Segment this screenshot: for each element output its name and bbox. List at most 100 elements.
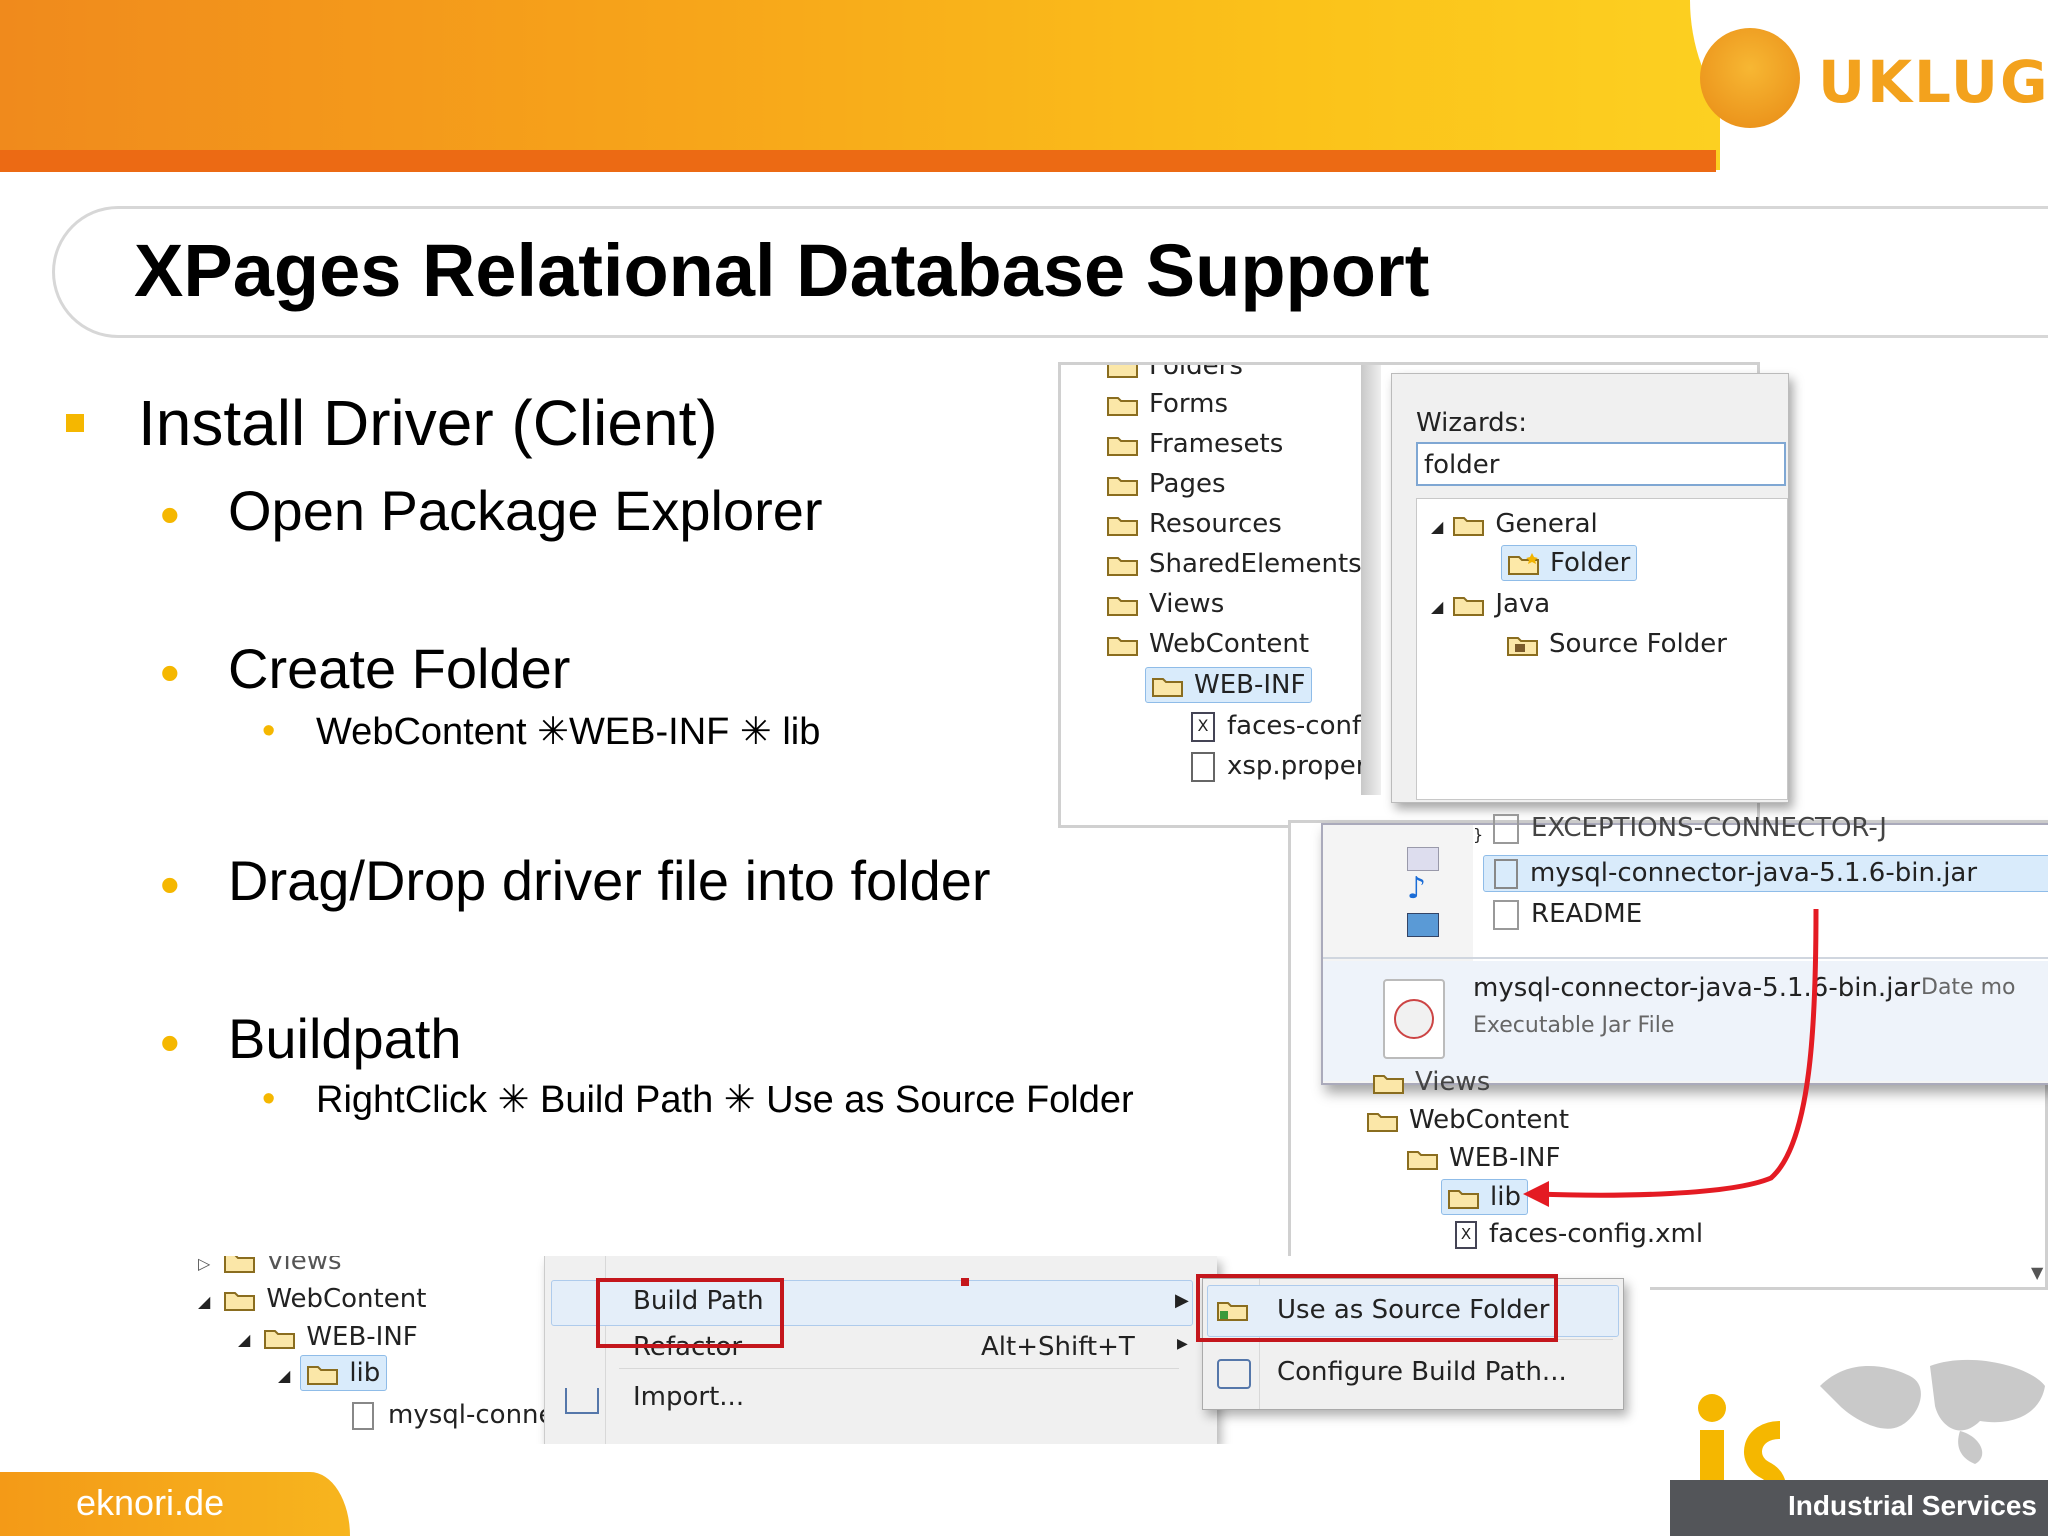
folder-icon [1107,474,1139,496]
jar-file-icon [1494,858,1518,889]
expand-triangle-icon: ◢ [1431,517,1444,536]
context-menu-screenshot: ▷Views ◢WebContent ◢WEB-INF ◢lib mysql-c… [180,1256,1650,1444]
folder-icon [224,1256,256,1273]
tree-item-webcontent[interactable]: WebContent [1367,1105,1569,1135]
wizard-screenshot: Folders Forms Framesets Pages Resources … [1058,362,1789,828]
detail-file-name: mysql-connector-java-5.1.6-bin.jar [1473,973,1921,1003]
folder-icon [1107,365,1139,378]
source-folder-icon [1217,1297,1249,1327]
bullet-buildpath: Buildpath [228,1007,462,1070]
music-icon: ♪ [1407,871,1427,906]
file-list: EXCEPTIONS-CONNECTOR-J mysql-connector-j… [1473,813,2048,965]
build-path-submenu: Use as Source Folder Configure Build Pat… [1202,1278,1624,1410]
folder-icon [1373,1072,1405,1094]
tree-item-views[interactable]: Views [1373,1067,1490,1097]
wizard-group-general[interactable]: ◢General [1431,509,1598,539]
tree-item-web-inf[interactable]: WEB-INF [1145,667,1313,703]
bullet-dot-icon: • [262,710,276,752]
bullet-buildpath-sub: RightClick ✳ Build Path ✳ Use as Source … [316,1079,1134,1121]
file-icon [1493,899,1519,930]
folder-icon [307,1363,339,1385]
expand-triangle-icon: ◢ [1431,597,1444,616]
tree-item-mysql-jar[interactable]: mysql-conne [352,1400,555,1430]
wizards-label: Wizards: [1416,408,1527,438]
tree-item-folders[interactable]: Folders [1107,365,1243,381]
expand-triangle-icon: ◢ [238,1330,251,1349]
expand-triangle-icon: ◢ [198,1292,211,1311]
tree-item-resources[interactable]: Resources [1107,509,1282,539]
explorer-window: ♪ EXCEPTIONS-CONNECTOR-J mysql-connector… [1321,813,2048,1085]
scroll-down-icon[interactable]: ▼ [2031,1263,2044,1282]
tree-item-webcontent[interactable]: WebContent [1107,629,1309,659]
jar-file-icon [352,1401,374,1430]
new-folder-icon [1508,552,1540,575]
menu-item-import[interactable]: Import... [633,1382,745,1412]
folder-icon [1107,554,1139,576]
header-banner [0,0,1720,170]
menu-label-build-path: Build Path [633,1286,764,1316]
file-item-readme[interactable]: README [1493,899,1642,930]
bullet-dot-icon: • [160,853,180,916]
folder-icon [1107,594,1139,616]
title-frame [52,206,2048,338]
panel-splitter [1361,365,1381,795]
footer-site-text: eknori.de [76,1482,225,1523]
folder-icon [1448,1187,1480,1209]
bullet-dot-icon: • [160,1011,180,1074]
configure-build-path-icon [1217,1359,1251,1389]
tree-item-views[interactable]: Views [1107,589,1224,619]
folder-icon [1152,675,1184,697]
file-item-mysql-jar[interactable]: mysql-connector-java-5.1.6-bin.jar [1483,855,2048,892]
submenu-item-configure[interactable]: Configure Build Path... [1277,1357,1567,1387]
tree-item-forms[interactable]: Forms [1107,389,1228,419]
uklug-logo-icon [1700,28,1800,128]
folder-icon [1407,1148,1439,1170]
tree-item-sharedelements[interactable]: SharedElements [1107,549,1362,579]
tree-item-lib[interactable]: lib [1441,1179,1528,1215]
file-icon [1493,813,1519,844]
image-icon [1407,913,1439,937]
tree-item-views[interactable]: ▷Views [198,1256,342,1276]
wizard-item-folder[interactable]: Folder [1501,545,1638,581]
import-icon [565,1388,599,1414]
details-pane: mysql-connector-java-5.1.6-bin.jar Date … [1323,961,2048,1081]
tree-item-webcontent[interactable]: ◢WebContent [198,1284,427,1314]
tree-item-web-inf[interactable]: ◢WEB-INF [238,1322,418,1352]
bullet-dot-icon: • [160,483,180,546]
wizard-filter-input[interactable]: folder [1416,442,1786,486]
tree-item-xsp-properties[interactable]: xsp.proper [1191,751,1366,782]
folder-icon [1107,514,1139,536]
project-tree: Folders Forms Framesets Pages Resources … [1081,365,1421,795]
bullet-create-sub: WebContent ✳WEB-INF ✳ lib [316,711,821,753]
doc-icon [1407,847,1439,871]
menu-item-build-path[interactable] [551,1280,1193,1326]
divider [1323,957,2048,959]
world-map-icon [1820,1359,2045,1464]
java-jar-icon [1383,979,1445,1059]
wizard-item-source-folder[interactable]: Source Folder [1507,629,1727,659]
folder-icon [1107,394,1139,416]
folder-icon [1107,634,1139,656]
detail-date-label: Date mo [1921,975,2016,1000]
tree-item-pages[interactable]: Pages [1107,469,1226,499]
drag-drop-screenshot: ♪ EXCEPTIONS-CONNECTOR-J mysql-connector… [1288,813,2048,1290]
bullet-dot-icon: • [262,1078,276,1120]
tree-item-framesets[interactable]: Framesets [1107,429,1283,459]
tree-item-lib[interactable]: ◢lib [278,1355,388,1391]
submenu-item-use-as-source[interactable] [1207,1285,1619,1337]
header-stripe [0,150,1716,172]
bullet-create-folder: Create Folder [228,637,571,700]
highlight-build-path [596,1278,784,1348]
submenu-label-use-as-source: Use as Source Folder [1277,1295,1550,1325]
bullet-dot-icon: • [160,641,180,704]
industrial-services-text: Industrial Services [1788,1490,2038,1521]
menu-shortcut-refactor: Alt+Shift+T [981,1332,1135,1362]
file-item-exceptions[interactable]: EXCEPTIONS-CONNECTOR-J [1493,813,1887,844]
tree-item-web-inf[interactable]: WEB-INF [1407,1143,1560,1173]
bullet-main: Install Driver (Client) [138,387,718,459]
wizard-group-java[interactable]: ◢Java [1431,589,1551,619]
folder-icon [264,1327,296,1349]
folder-icon [1367,1110,1399,1132]
